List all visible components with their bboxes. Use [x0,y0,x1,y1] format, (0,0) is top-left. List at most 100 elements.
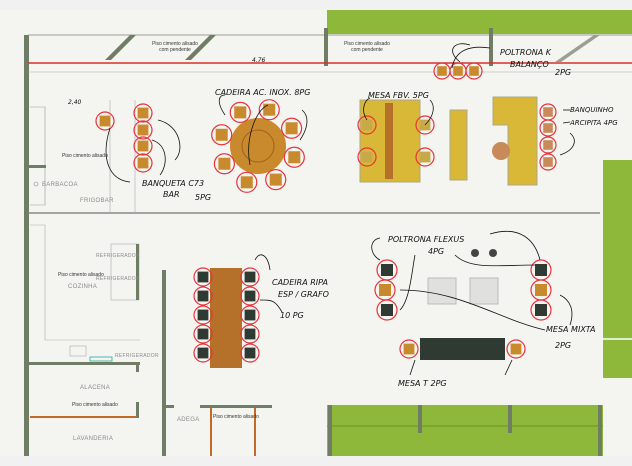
chairs [95,62,557,363]
chair [381,264,393,276]
chair [543,107,553,117]
chair [419,151,431,163]
chair [197,347,209,359]
chair-highlight-circle [240,286,260,306]
chair [137,140,149,152]
chair-highlight-circle [376,299,398,321]
chair-highlight-circle [211,124,233,146]
room-alacena: ALACENA [80,385,110,391]
chair-highlight-circle [213,153,235,175]
chair [244,328,256,340]
chair-highlight-circle [399,339,419,359]
chair-highlight-circle [229,101,251,123]
chair-highlight-circle [539,119,557,137]
chair-highlight-circle [240,305,260,325]
floor-label: Piso cimento alisado [213,414,259,420]
chair [197,271,209,283]
chair [244,309,256,321]
note-cadeira-ripa: ESP / GRAFO [278,290,329,299]
note-banqueta: 5PG [195,193,211,202]
lawn-bottom [327,405,603,456]
chair [137,107,149,119]
note-poltrona-k: 2PG [555,68,571,77]
chair [543,140,553,150]
note-cadeira-ripa: CADEIRA RIPA [272,278,328,287]
chair-highlight-circle [506,339,526,359]
sofa [420,338,505,360]
chair-highlight-circle [357,115,377,135]
l-counter [492,96,538,186]
chair-highlight-circle [281,117,303,139]
walls [24,28,632,456]
chair-highlight-circle [539,153,557,171]
chair-highlight-circle [240,343,260,363]
room-adega: ADEGA [177,417,200,423]
note-mesa-fbv: MESA FBV. 5PG [368,91,429,100]
chair [197,290,209,302]
coffee-table [427,277,457,305]
note-banquinho: ARCIPITA 4PG [569,119,618,127]
chair [137,157,149,169]
chair [234,106,247,119]
floor-label: Piso cimento alisado [152,41,198,47]
table-10-seats [210,268,242,368]
note-cadeira-inox: CADEIRA AC. INOX. 8PG [215,88,310,97]
chair [197,309,209,321]
dimension-label: 2,40 [68,99,82,106]
floor-label: Piso cimento alisado [72,402,118,408]
room-frigobar: FRIGOBAR [80,198,114,204]
chair [379,284,391,296]
chair-highlight-circle [193,343,213,363]
note-mesa-mixta: MESA MIXTA [546,325,595,334]
chair-highlight-circle [265,169,287,191]
note-poltrona-flexus: POLTRONA FLEXUS [388,235,464,244]
chair [288,151,301,164]
room-refrigerador: REFRIGERADOR [96,253,140,259]
chair-highlight-circle [193,324,213,344]
chair-highlight-circle [133,153,153,173]
room-refrigerador: REFRIGERADOR [96,276,140,282]
note-cadeira-ripa: 10 PG [280,311,304,320]
chair-highlight-circle [240,267,260,287]
floor-label: Piso cimento alisado [62,153,108,159]
chair [437,66,447,76]
note-banqueta: BANQUETA C73 [142,179,204,188]
round-stool [492,142,510,160]
chair [543,157,553,167]
chair-highlight-circle [133,120,153,140]
chair-highlight-circle [465,62,483,80]
note-banquinho: BANQUINHO [570,106,614,114]
chair-highlight-circle [240,324,260,344]
chair-highlight-circle [258,99,280,121]
chair [510,343,522,355]
round-table [230,118,286,174]
chair [244,290,256,302]
chair-highlight-circle [193,286,213,306]
note-poltrona-flexus: 4PG [428,247,444,256]
chair [361,119,373,131]
chair-highlight-circle [415,115,435,135]
chair [215,128,228,141]
lawn-right [603,160,632,378]
top-margin [0,0,632,10]
chair [381,304,393,316]
room-refrigerador: REFRIGERADOR [115,353,159,359]
chair [218,157,231,170]
chair-highlight-circle [95,111,115,131]
sideboard [449,109,468,181]
chair [244,347,256,359]
annotation-arrows [105,43,575,376]
chair-highlight-circle [357,147,377,167]
floor-label: com pendente [159,47,191,53]
chair [453,66,463,76]
room-cozinha: COZINHA [68,284,97,290]
note-mesa-mixta: 2PG [555,341,571,350]
chair [535,284,547,296]
note-poltrona-k: BALANÇO [510,60,549,69]
chair [535,264,547,276]
dimension-label: 4.76 [252,57,266,64]
furniture [210,96,538,368]
chair [535,304,547,316]
chair [137,124,149,136]
